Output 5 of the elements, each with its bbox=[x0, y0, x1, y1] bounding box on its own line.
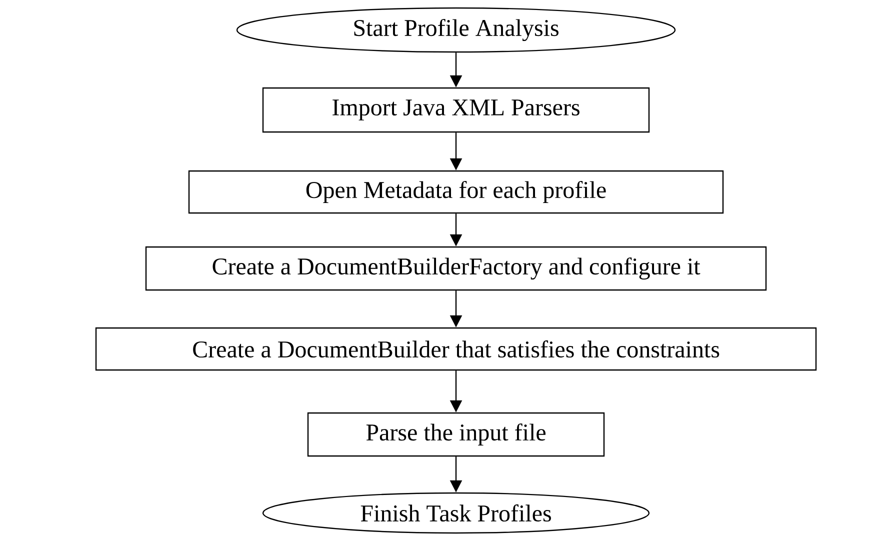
process-box: Import Java XML Parsers bbox=[262, 87, 650, 133]
process-box: Create a DocumentBuilder that satisfies the constraints bbox=[95, 327, 817, 371]
process-box: Create a DocumentBuilderFactory and configure it bbox=[145, 246, 767, 291]
process-box: Open Metadata for each profile bbox=[188, 170, 724, 214]
process-box: Parse the input file bbox=[307, 412, 605, 457]
